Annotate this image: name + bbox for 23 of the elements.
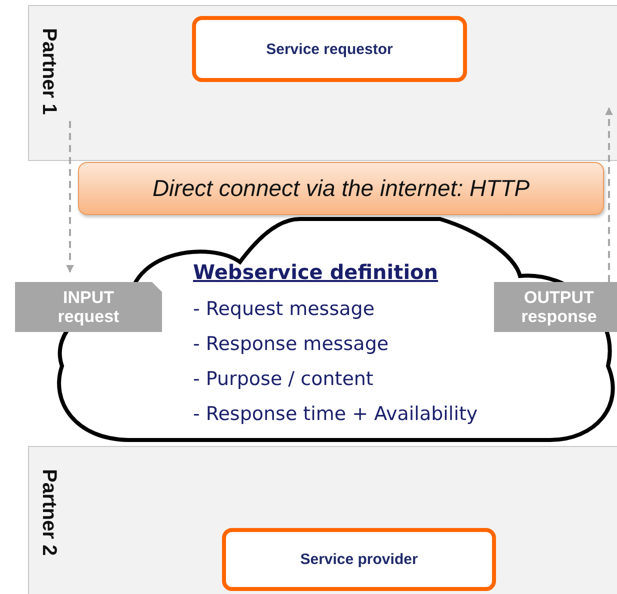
definition-line: - Response time + Availability (193, 403, 478, 425)
arrow (605, 107, 613, 282)
tag-text: INPUT (63, 288, 114, 307)
partner-lane (28, 446, 617, 594)
service-box (192, 16, 467, 82)
tag-text: response (521, 307, 597, 326)
tag-text: request (58, 307, 120, 326)
partner-lane (28, 5, 617, 161)
output-tag (494, 282, 617, 332)
tag-text: OUTPUT (524, 288, 594, 307)
service-name: Service provider (300, 551, 418, 568)
definition-line: - Response message (193, 333, 389, 355)
arrow (66, 121, 74, 273)
service-name: Service requestor (266, 40, 393, 58)
input-tag (15, 282, 162, 332)
banner-text: Direct connect via the internet: HTTP (152, 175, 530, 202)
service-box (222, 528, 496, 591)
lane-title: Partner 1 (37, 28, 60, 115)
protocol-banner (78, 162, 604, 215)
definition-line: - Purpose / content (193, 368, 374, 390)
definition-heading: Webservice definition (193, 260, 438, 284)
lane-title: Partner 2 (37, 469, 60, 556)
definition-line: - Request message (193, 298, 375, 320)
